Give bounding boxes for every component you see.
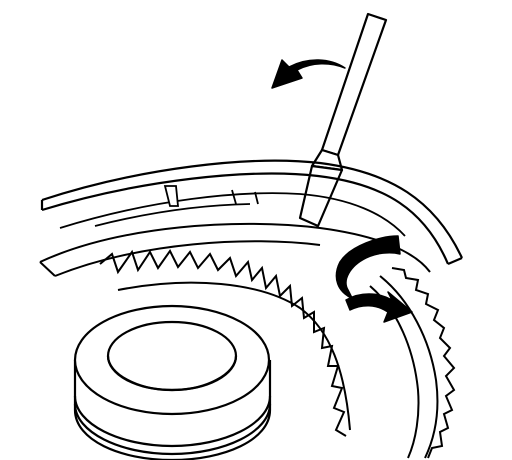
screwdriver-tool [298,12,388,228]
snap-ring [40,159,463,266]
lower-direction-arrow-icon [345,291,413,323]
top-direction-arrow-icon [271,59,346,89]
clutch-hub-splines [369,267,456,459]
groove-lines [59,185,406,237]
gear-teeth [99,249,351,437]
housing-outer-arcs [39,222,431,277]
bearing-cylinder [73,304,272,460]
